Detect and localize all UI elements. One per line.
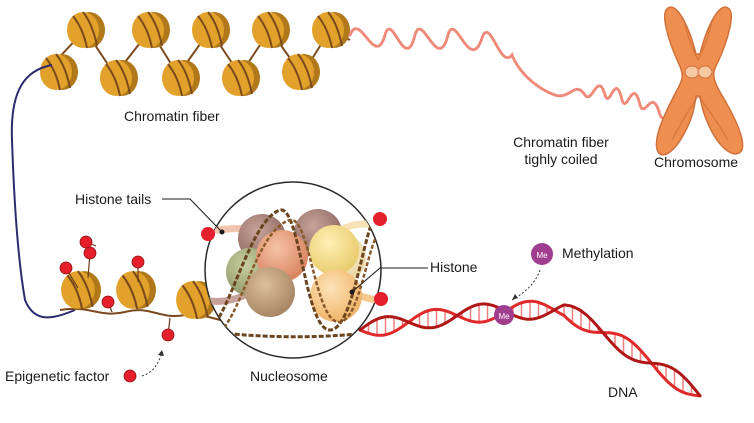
- svg-text:Me: Me: [536, 251, 548, 260]
- top-chromatin-fiber: [40, 11, 351, 97]
- label-epigenetic-factor: Epigenetic factor: [5, 368, 110, 384]
- nucleosome-top-4: [252, 11, 290, 49]
- label-coiled-line1: Chromatin fiber: [513, 134, 609, 150]
- nucleosome-top-9: [222, 59, 260, 97]
- epigenetic-factor-dot: [131, 255, 145, 269]
- methylation-mark-on-dna: Me: [494, 305, 514, 325]
- nucleosome-top-6: [40, 53, 78, 91]
- label-chromatin-fiber: Chromatin fiber: [124, 108, 220, 124]
- nucleosome-bottom-1: [61, 270, 101, 310]
- chromosome-shape: [655, 6, 744, 156]
- epigenetic-factor-dot: [79, 235, 93, 249]
- label-histone-tails: Histone tails: [75, 191, 152, 207]
- linker-dna: [10, 64, 76, 319]
- nucleosome-zoom: [201, 181, 388, 359]
- coiled-chromatin-fiber: [348, 27, 682, 122]
- epigenetic-factor-marker: [123, 369, 137, 383]
- label-nucleosome: Nucleosome: [250, 368, 328, 384]
- label-chromosome: Chromosome: [654, 154, 739, 170]
- epigenetic-factor-dot: [83, 246, 97, 260]
- label-methylation: Methylation: [562, 245, 634, 261]
- epigenetic-factor-dot: [161, 328, 175, 342]
- epigenetic-factor-dot: [101, 295, 115, 309]
- dna-double-helix: [358, 299, 702, 398]
- epigenetic-factor-arrow: [141, 351, 163, 377]
- nucleosome-top-5: [312, 11, 350, 49]
- label-dna: DNA: [608, 384, 638, 400]
- nucleosome-top-1: [67, 11, 105, 49]
- svg-text:Me: Me: [498, 312, 510, 321]
- label-histone: Histone: [430, 259, 478, 275]
- methylation-mark-legend: Me: [531, 243, 553, 265]
- label-coiled-line2: tighly coiled: [524, 151, 598, 167]
- epigenetic-factor-dot: [59, 261, 73, 275]
- nucleosome-top-7: [100, 59, 138, 97]
- nucleosome-top-3: [192, 11, 230, 49]
- nucleosome-top-8: [162, 59, 200, 97]
- nucleosome-top-2: [132, 11, 170, 49]
- nucleosome-bottom-2: [116, 270, 156, 310]
- methylation-arrow: [511, 269, 541, 301]
- nucleosome-top-10: [282, 53, 320, 91]
- callout-lines: [162, 198, 428, 295]
- label-chromatin-fiber-coiled: Chromatin fiber tighly coiled: [500, 134, 622, 168]
